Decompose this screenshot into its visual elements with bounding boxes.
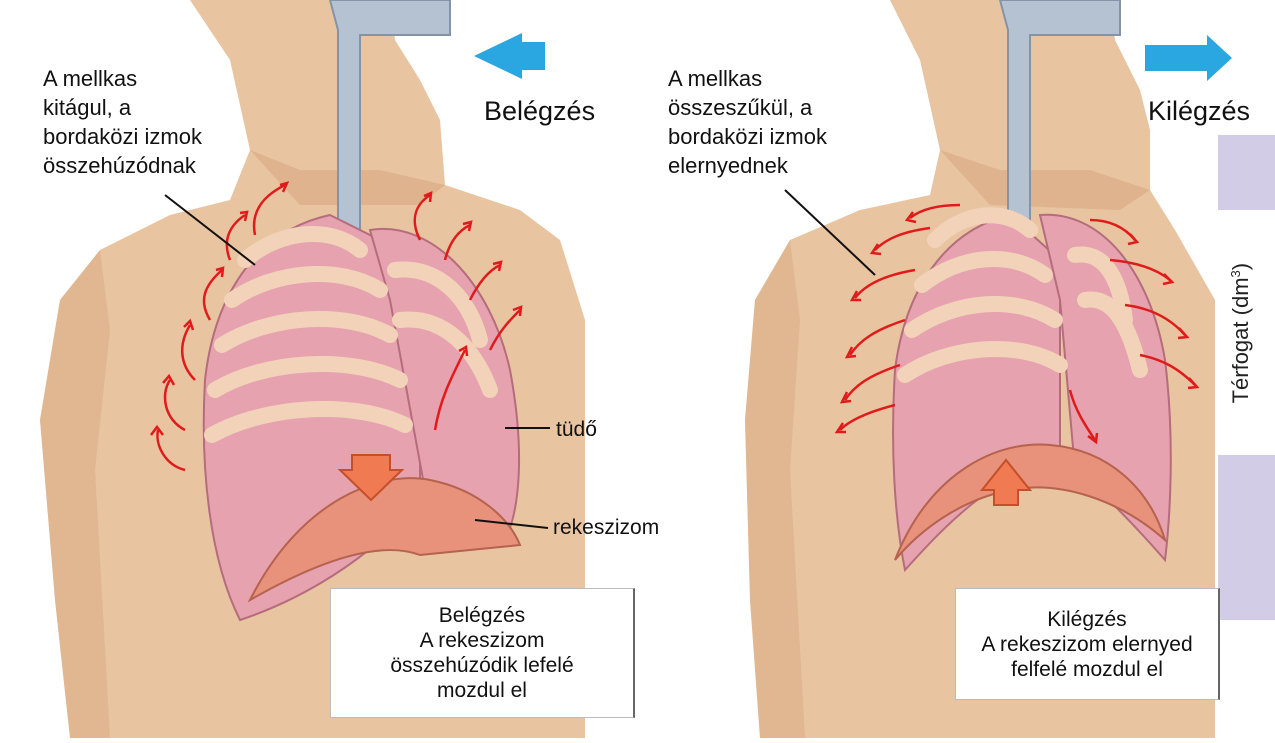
left-annotation-line: A mellkas: [43, 64, 202, 93]
volume-axis-label-exponent: 3: [1228, 270, 1243, 277]
right-annotation: A mellkas összeszűkül, a bordaközi izmok…: [668, 64, 827, 180]
left-caption-line: A rekeszizom: [331, 628, 633, 653]
volume-axis-label: Térfogat (dm3): [1228, 258, 1254, 408]
right-caption-box: Kilégzés A rekeszizom elernyed felfelé m…: [955, 588, 1220, 700]
left-caption-line: mozdul el: [331, 678, 633, 703]
axis-panel-bottom: [1218, 455, 1275, 620]
left-annotation-line: bordaközi izmok: [43, 122, 202, 151]
left-caption-box: Belégzés A rekeszizom összehúzódik lefel…: [330, 588, 635, 718]
exhale-airflow-arrow: [1145, 35, 1232, 81]
lung-label: tüdő: [556, 418, 597, 442]
right-caption-line: felfelé mozdul el: [956, 657, 1218, 682]
right-annotation-line: A mellkas: [668, 64, 827, 93]
right-annotation-line: bordaközi izmok: [668, 122, 827, 151]
left-annotation-line: kitágul, a: [43, 93, 202, 122]
volume-axis-label-close: ): [1228, 263, 1253, 270]
left-caption-line: összehúzódik lefelé: [331, 653, 633, 678]
right-caption-line: Kilégzés: [956, 607, 1218, 632]
axis-panel-top: [1218, 135, 1275, 210]
right-heading: Kilégzés: [1148, 95, 1250, 127]
diaphragm-label: rekeszizom: [553, 516, 659, 540]
right-annotation-line: összeszűkül, a: [668, 93, 827, 122]
left-annotation: A mellkas kitágul, a bordaközi izmok öss…: [43, 64, 202, 180]
left-heading: Belégzés: [484, 95, 595, 127]
volume-axis-label-text: Térfogat (dm: [1228, 277, 1253, 403]
inhale-airflow-arrow: [474, 33, 545, 79]
left-caption-line: Belégzés: [331, 603, 633, 628]
right-caption-line: A rekeszizom elernyed: [956, 632, 1218, 657]
left-annotation-line: összehúzódnak: [43, 151, 202, 180]
right-annotation-line: elernyednek: [668, 151, 827, 180]
